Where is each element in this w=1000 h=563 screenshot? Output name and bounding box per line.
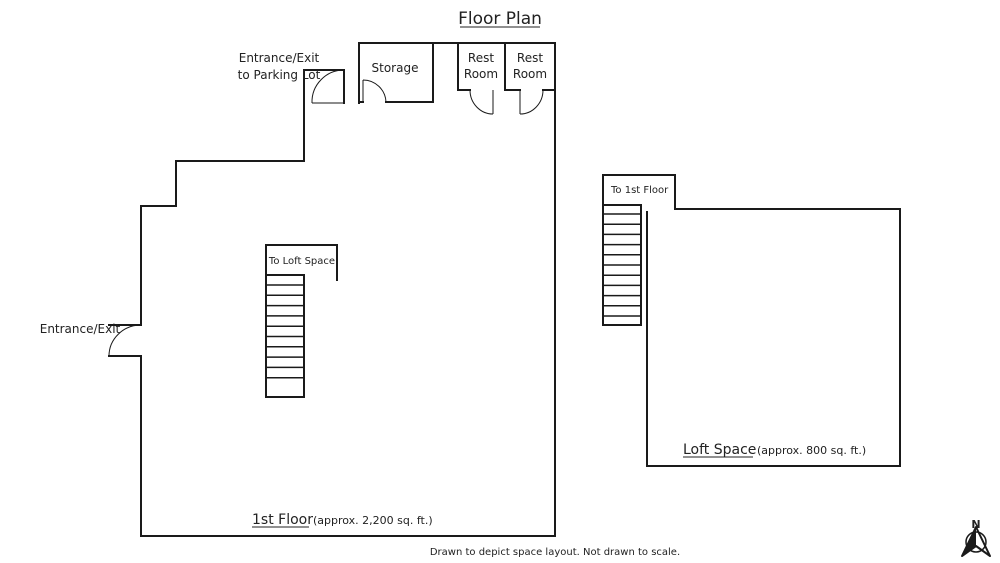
- parking-entrance-door: [311, 69, 345, 104]
- compass-letter: N: [971, 518, 980, 531]
- restroom-2: [504, 42, 556, 91]
- loft-name: Loft Space: [683, 442, 756, 458]
- storage-label: Storage: [372, 61, 419, 75]
- restroom-1-door: [469, 89, 494, 115]
- restroom-2-door: [519, 89, 544, 115]
- first-floor-stairs: [265, 244, 338, 398]
- restroom-1-label-line2: Room: [464, 67, 498, 81]
- loft-area: (approx. 800 sq. ft.): [757, 444, 866, 457]
- loft-stairs: [602, 204, 642, 326]
- restroom-2-label-line2: Room: [513, 67, 547, 81]
- first-floor-area: (approx. 2,200 sq. ft.): [313, 514, 433, 527]
- restroom-2-label-line1: Rest: [517, 51, 543, 65]
- stairs-label-to-first-floor: To 1st Floor: [610, 185, 669, 196]
- side-entrance-door: [108, 324, 142, 357]
- side-entrance-label: Entrance/Exit: [40, 322, 121, 336]
- north-arrow-icon: N: [961, 518, 991, 557]
- scale-footnote: Drawn to depict space layout. Not drawn …: [430, 547, 680, 558]
- first-floor-outline: [108, 42, 556, 537]
- loft-outline: [602, 174, 901, 467]
- storage-door: [362, 79, 387, 103]
- page-title: Floor Plan: [458, 9, 542, 29]
- first-floor-name: 1st Floor: [252, 512, 313, 528]
- parking-entrance-label-line1: Entrance/Exit: [239, 51, 320, 65]
- stairs-label-to-loft: To Loft Space: [268, 256, 335, 267]
- parking-entrance-label-line2: to Parking Lot: [238, 68, 321, 82]
- restroom-1-label-line1: Rest: [468, 51, 494, 65]
- storage-room: [358, 42, 434, 103]
